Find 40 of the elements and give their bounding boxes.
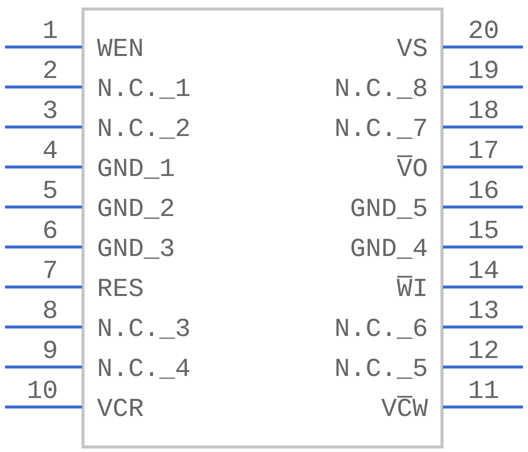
pin-number: 19: [468, 57, 500, 85]
pin-name: GND_5: [350, 195, 428, 223]
pin-name: V̅O: [396, 155, 428, 183]
pin-name: GND_3: [97, 235, 176, 263]
pin-name: GND_4: [350, 235, 428, 263]
pin-number: 4: [42, 137, 58, 165]
pin-number: 10: [26, 377, 58, 405]
pin-number: 14: [468, 257, 500, 285]
pin-name: VS: [396, 35, 428, 63]
pin-number: 16: [468, 177, 500, 205]
pin-name: GND_1: [97, 155, 176, 183]
pin-number: 8: [42, 297, 58, 325]
pin-name: N.C._5: [334, 355, 428, 383]
pin-name: GND_2: [97, 195, 176, 223]
pin-name: VCR: [97, 395, 144, 423]
pin-number: 12: [468, 337, 500, 365]
pin-number: 6: [42, 217, 58, 245]
pin-name: N.C._8: [334, 75, 428, 103]
pin-name: VC̅W: [381, 395, 428, 423]
pin-name: N.C._4: [97, 355, 191, 383]
pin-name: N.C._6: [334, 315, 428, 343]
pin-name: N.C._7: [334, 115, 428, 143]
pin-name: N.C._1: [97, 75, 191, 103]
pin-name: WEN: [97, 35, 144, 63]
pin-number: 2: [42, 57, 58, 85]
pin-number: 20: [468, 17, 500, 45]
pin-name: W̅I: [396, 275, 428, 303]
pin-name: RES: [97, 275, 144, 303]
pin-number: 3: [42, 97, 58, 125]
pin-number: 9: [42, 337, 58, 365]
pin-number: 13: [468, 297, 500, 325]
pin-number: 5: [42, 177, 58, 205]
pin-number: 15: [468, 217, 500, 245]
pin-number: 1: [42, 17, 58, 45]
pin-number: 17: [468, 137, 500, 165]
pin-number: 18: [468, 97, 500, 125]
pin-name: N.C._3: [97, 315, 191, 343]
pin-number: 11: [468, 377, 500, 405]
pin-name: N.C._2: [97, 115, 191, 143]
pin-number: 7: [42, 257, 58, 285]
